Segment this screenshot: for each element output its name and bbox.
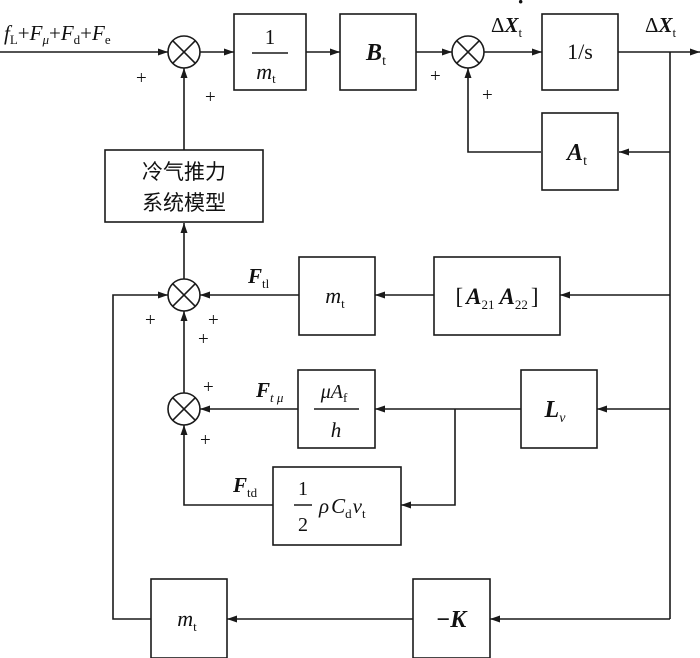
line-a-to-sum2 [464, 68, 541, 153]
sign-sum4-bottom: + [200, 430, 211, 451]
block-aero-drag: 1 2 ρCdvt [272, 466, 402, 546]
friction-denominator: h [331, 418, 342, 442]
a22-label: A [498, 284, 515, 309]
svg-text:·: · [517, 0, 524, 14]
signal-lines [0, 48, 700, 623]
input-signal-label: fL+Fμ+Fd+Fe [4, 21, 111, 47]
svg-text:Bt: Bt [365, 40, 386, 69]
svg-text:mt: mt [177, 606, 197, 634]
a-matrix-sub: t [583, 154, 587, 169]
signal-label-ftmu: Ft μ [255, 378, 284, 405]
a21-sub: 21 [482, 297, 495, 312]
sign-sum4-right: + [203, 377, 214, 398]
inv-mass-denominator: m [256, 59, 272, 84]
sign-sum3-left: + [145, 310, 156, 331]
svg-text:ρCdvt: ρCdvt [318, 494, 366, 521]
svg-text:μAf: μAf [320, 381, 348, 405]
summing-junction-3 [167, 278, 201, 312]
inv-mass-denominator-sub: t [272, 71, 276, 86]
sign-sum2-bottom: + [482, 85, 493, 106]
svg-text:Lv: Lv [544, 397, 567, 426]
sign-sum2-left: + [430, 66, 441, 87]
a-matrix-label: A [565, 140, 583, 166]
a22-sub: 22 [515, 297, 528, 312]
block-mass-top: mt [298, 256, 376, 336]
friction-mu: μ [320, 381, 331, 403]
block-cold-gas-thrust-model: 冷气推力 系统模型 [104, 149, 264, 223]
mass-bottom-sub: t [193, 619, 197, 634]
svg-text:At: At [565, 140, 587, 169]
drag-v-sub: t [362, 506, 366, 521]
cold-gas-line2: 系统模型 [142, 191, 226, 215]
lv-sub: v [559, 411, 566, 426]
svg-text:mt: mt [256, 59, 276, 86]
drag-rho: ρ [318, 494, 329, 518]
a21a22-right-bracket: ] [531, 284, 539, 309]
a21a22-left-bracket: [ [455, 284, 463, 309]
block-a-matrix: At [541, 112, 619, 191]
drag-half-numerator: 1 [298, 478, 308, 500]
summing-junction-1 [167, 35, 201, 69]
signal-label-x: ΔXt [645, 13, 677, 40]
block-friction: μAf h [297, 369, 376, 449]
mass-bottom-label: m [177, 606, 193, 631]
sum-signs: + + + + + + + + + [136, 66, 493, 451]
line-lv-to-drag [401, 409, 456, 509]
block-neg-k: −K [412, 578, 491, 658]
drag-v: v [353, 494, 363, 518]
sign-sum1-bottom: + [205, 87, 216, 108]
drag-c-sub: d [345, 506, 352, 521]
signal-label-ftl: Ftl [247, 264, 270, 291]
block-integrator: 1/s [541, 13, 619, 91]
block-b-matrix: Bt [339, 13, 417, 91]
cold-gas-line1: 冷气推力 [142, 160, 226, 184]
integrator-label: 1/s [567, 39, 593, 64]
line-drag-to-sum4 [180, 425, 273, 506]
neg-k-label: −K [436, 607, 469, 633]
summing-junction-4 [167, 392, 201, 426]
lv-label: L [544, 397, 560, 423]
line-mbottom-to-sum3 [112, 291, 168, 620]
drag-half-denominator: 2 [298, 514, 308, 536]
b-matrix-sub: t [382, 54, 386, 69]
mass-top-label: m [325, 283, 341, 308]
drag-c: C [331, 494, 346, 518]
signal-label-ftd: Ftd [232, 473, 258, 500]
block-inverse-mass: 1 mt [233, 13, 307, 91]
inv-mass-numerator: 1 [265, 25, 276, 49]
svg-text:ΔXt: ΔXt [491, 13, 523, 40]
svg-text:mt: mt [325, 283, 345, 311]
sign-sum3-right: + [208, 310, 219, 331]
friction-a-sub: f [343, 390, 348, 405]
mass-top-sub: t [341, 296, 345, 311]
block-mass-bottom: mt [150, 578, 228, 658]
b-matrix-label: B [365, 40, 382, 66]
block-lv: Lv [520, 369, 598, 449]
friction-a: A [329, 381, 344, 403]
sign-sum3-bottom: + [198, 329, 209, 350]
signal-label-xdot: · ΔXt [491, 0, 524, 40]
sign-sum1-left: + [136, 68, 147, 89]
a21-label: A [464, 284, 481, 309]
summing-junction-2 [451, 35, 485, 69]
